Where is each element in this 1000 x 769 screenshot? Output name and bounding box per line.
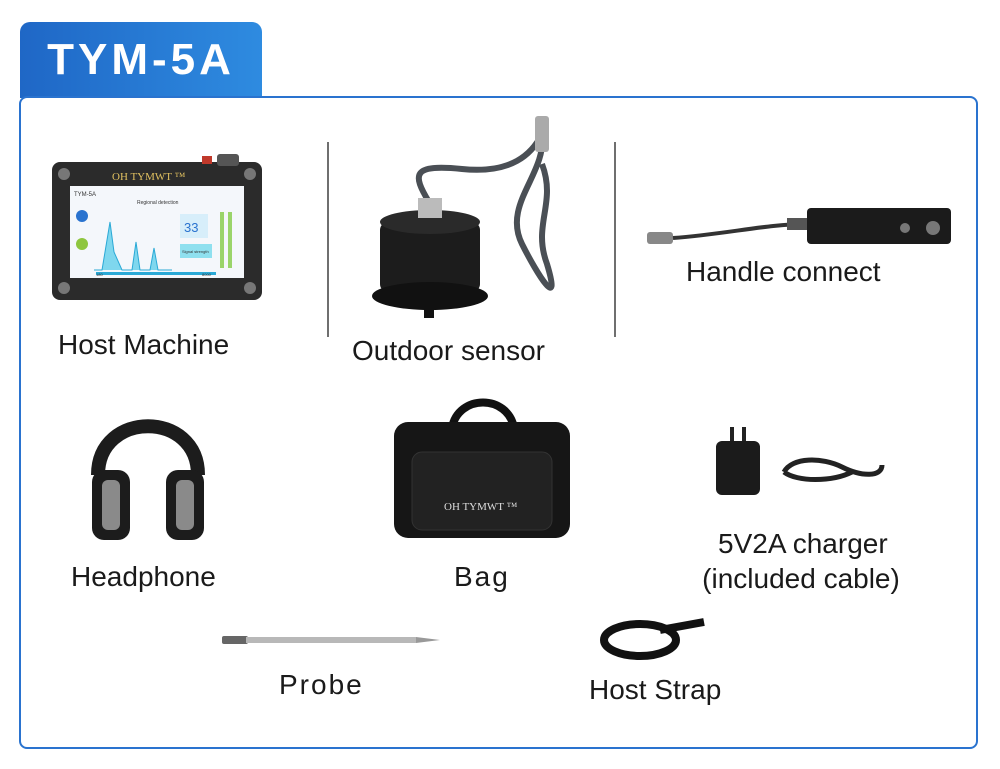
host-strap-image <box>600 618 705 660</box>
divider-left <box>327 142 329 337</box>
svg-text:8000: 8000 <box>202 272 212 277</box>
page-title: TYM-5A <box>47 35 235 84</box>
title-tab: TYM-5A <box>20 22 262 98</box>
divider-right <box>614 142 616 337</box>
svg-text:33: 33 <box>184 220 198 235</box>
svg-text:Regional detection: Regional detection <box>137 200 179 206</box>
bag-brand-text: OH TYMWT ™ <box>444 501 518 513</box>
headphone-image <box>91 419 205 540</box>
outdoor-sensor-label: Outdoor sensor <box>352 335 545 366</box>
probe-label: Probe <box>279 669 364 700</box>
bag-image: OH TYMWT ™ <box>394 398 570 538</box>
headphone-label: Headphone <box>71 561 216 592</box>
host-brand-text: OH TYMWT ™ <box>112 171 186 183</box>
bag-label: Bag <box>454 561 510 592</box>
host-machine-image: OH TYMWT ™ TYM-5A Regional detection 33 … <box>52 154 262 300</box>
handle-connect-image <box>647 208 951 244</box>
handle-connect-label: Handle connect <box>686 256 881 287</box>
host-machine-label: Host Machine <box>58 329 230 360</box>
svg-text:180: 180 <box>96 272 103 277</box>
host-strap-label: Host Strap <box>589 674 722 705</box>
svg-text:TYM-5A: TYM-5A <box>74 192 96 198</box>
svg-text:Signal strength: Signal strength <box>182 249 209 254</box>
charger-image <box>716 427 885 495</box>
charger-label-line2: (included cable) <box>702 563 900 594</box>
outdoor-sensor-image <box>372 116 555 318</box>
charger-label-line1: 5V2A charger <box>718 528 888 559</box>
probe-image <box>222 636 440 644</box>
